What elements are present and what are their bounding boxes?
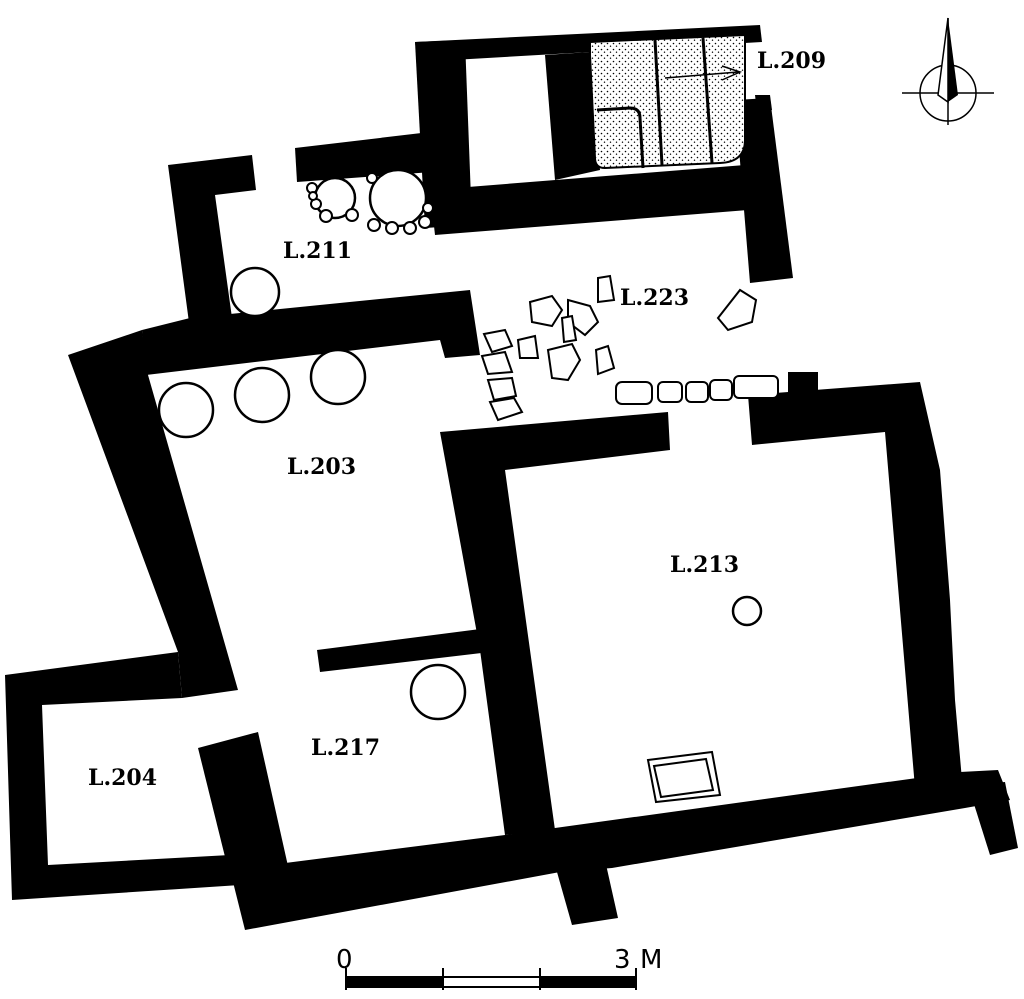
wall-l209-top	[415, 25, 762, 62]
pit-l203-3	[309, 348, 367, 406]
locus-labels: L.209 L.211 L.223 L.203 L.213 L.217 L.20…	[88, 48, 826, 791]
threshold-stone-dark	[615, 381, 653, 405]
wall-l217-north	[317, 628, 490, 672]
wall-l209-east-cap	[755, 95, 772, 112]
pit-l203-1	[157, 381, 215, 439]
wall-south	[230, 770, 1010, 930]
locus-l217: L.217	[311, 735, 380, 761]
scale-unit-label: M	[640, 945, 662, 975]
wall-l203-west	[68, 330, 238, 698]
wall-l211-west	[168, 155, 256, 330]
scale-bar: 0 3 M	[336, 945, 662, 990]
wall-south-extension	[555, 860, 618, 925]
wall-east-corner	[968, 782, 1018, 855]
stones-l223	[480, 274, 779, 422]
wall-l209-west	[415, 40, 472, 228]
wall-l217-west	[198, 732, 290, 885]
locus-l213: L.213	[670, 552, 739, 578]
pits	[157, 168, 763, 721]
locus-l203: L.203	[287, 454, 356, 480]
wall-l209-east	[735, 98, 793, 283]
pit-l211	[229, 266, 281, 318]
installation-l213	[646, 750, 722, 804]
pit-l213	[731, 595, 763, 627]
pit-l217	[409, 663, 467, 721]
plastered-installation-l209	[547, 33, 746, 170]
locus-l211: L.211	[283, 238, 352, 264]
locus-l204: L.204	[88, 765, 157, 791]
pit-l203-2	[233, 366, 291, 424]
pit-l211-large	[368, 168, 428, 228]
scale-start-label: 0	[336, 945, 353, 975]
stone-ring-l211	[306, 172, 434, 235]
wall-l213-east	[748, 382, 962, 788]
wall-l203-north	[142, 290, 480, 375]
wall-l209-bottom	[430, 165, 748, 235]
wall-l209-inner	[545, 52, 600, 180]
wall-stub-north	[788, 372, 818, 400]
wall-l213-west	[440, 412, 670, 835]
north-arrow-icon	[902, 17, 994, 125]
scale-end-label: 3	[614, 945, 631, 975]
locus-l223: L.223	[620, 285, 689, 311]
locus-l209: L.209	[757, 48, 826, 74]
wall-l204-outer	[5, 652, 240, 900]
walls	[5, 25, 1018, 930]
